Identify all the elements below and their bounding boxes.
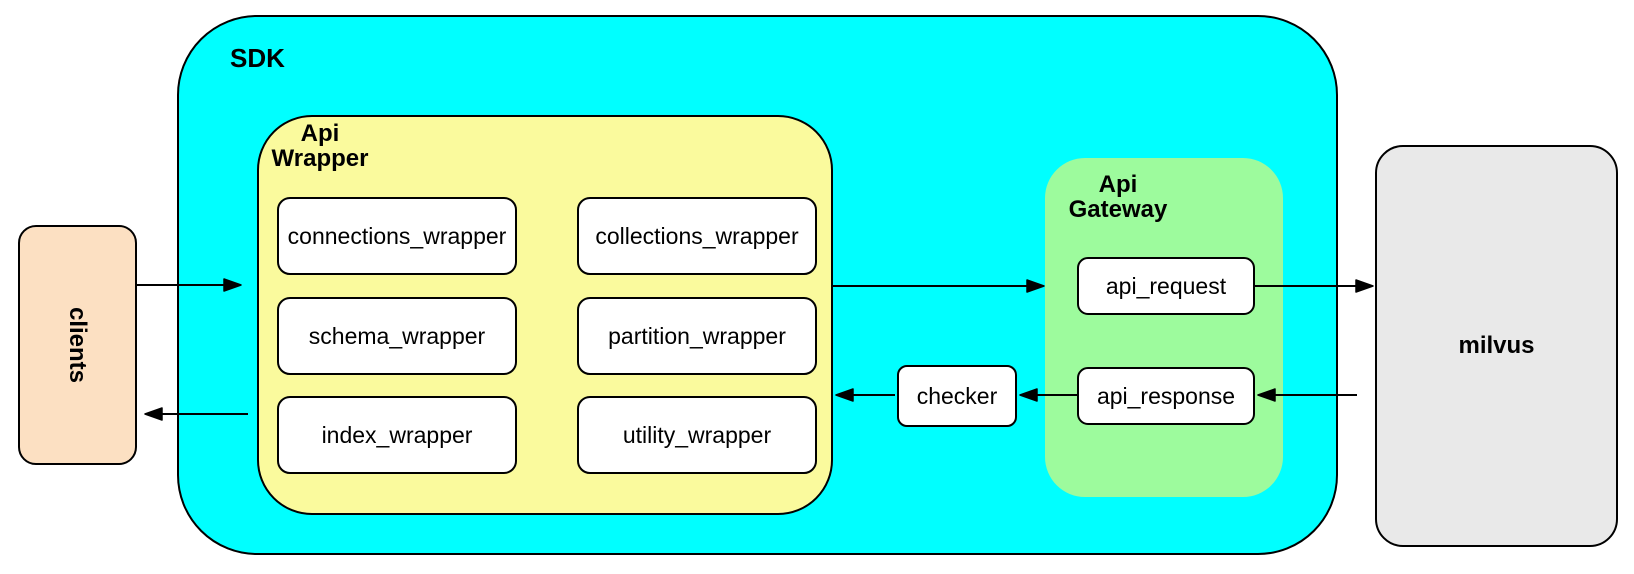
node-collections-wrapper: collections_wrapper (577, 197, 817, 275)
node-utility-wrapper: utility_wrapper (577, 396, 817, 474)
api-gateway-title-line1: Api (1098, 171, 1138, 198)
node-schema-wrapper: schema_wrapper (277, 297, 517, 375)
api-gateway-container: Api Gateway api_request api_response (1045, 158, 1283, 497)
sdk-container: SDK Api Wrapper connections_wrapper coll… (177, 15, 1338, 555)
clients-node: clients (18, 225, 137, 465)
api-gateway-title-line2: Gateway (1068, 196, 1168, 223)
node-checker: checker (897, 365, 1017, 427)
milvus-label: milvus (1458, 332, 1535, 359)
node-api-response: api_response (1077, 367, 1255, 425)
api-wrapper-title: Api Wrapper (268, 121, 372, 171)
clients-label: clients (64, 306, 92, 384)
node-api-request: api_request (1077, 257, 1255, 315)
node-index-wrapper: index_wrapper (277, 396, 517, 474)
api-wrapper-title-line1: Api (300, 120, 340, 147)
api-wrapper-container: Api Wrapper connections_wrapper collecti… (257, 115, 833, 515)
milvus-node: milvus (1375, 145, 1618, 547)
api-wrapper-title-line2: Wrapper (271, 145, 369, 172)
node-connections-wrapper: connections_wrapper (277, 197, 517, 275)
api-gateway-title: Api Gateway (1066, 172, 1170, 222)
sdk-title: SDK (230, 43, 285, 73)
node-partition-wrapper: partition_wrapper (577, 297, 817, 375)
